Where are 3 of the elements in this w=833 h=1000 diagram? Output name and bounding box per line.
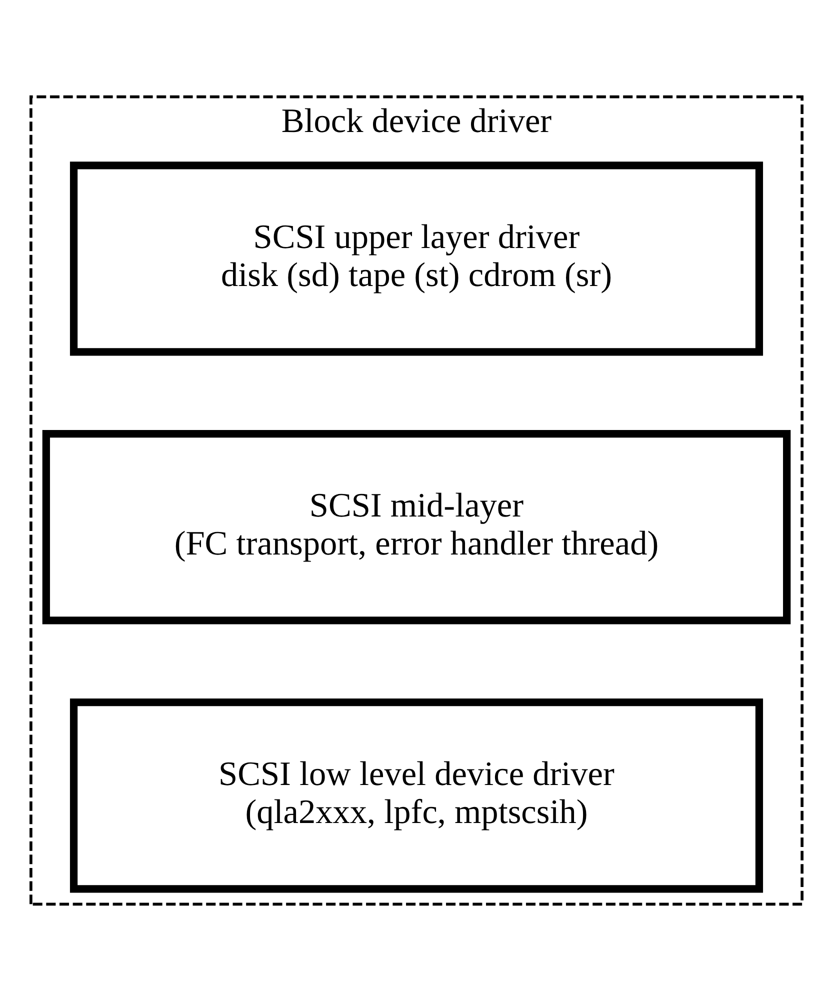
node-box: SCSI low level device driver (qla2xxx, lpfc, mptscsih) bbox=[70, 698, 764, 892]
node-box: SCSI mid-layer (FC transport, error handler thread) bbox=[42, 430, 791, 624]
node-box: SCSI upper layer driver disk (sd) tape (st) cdrom (sr) bbox=[70, 161, 764, 356]
